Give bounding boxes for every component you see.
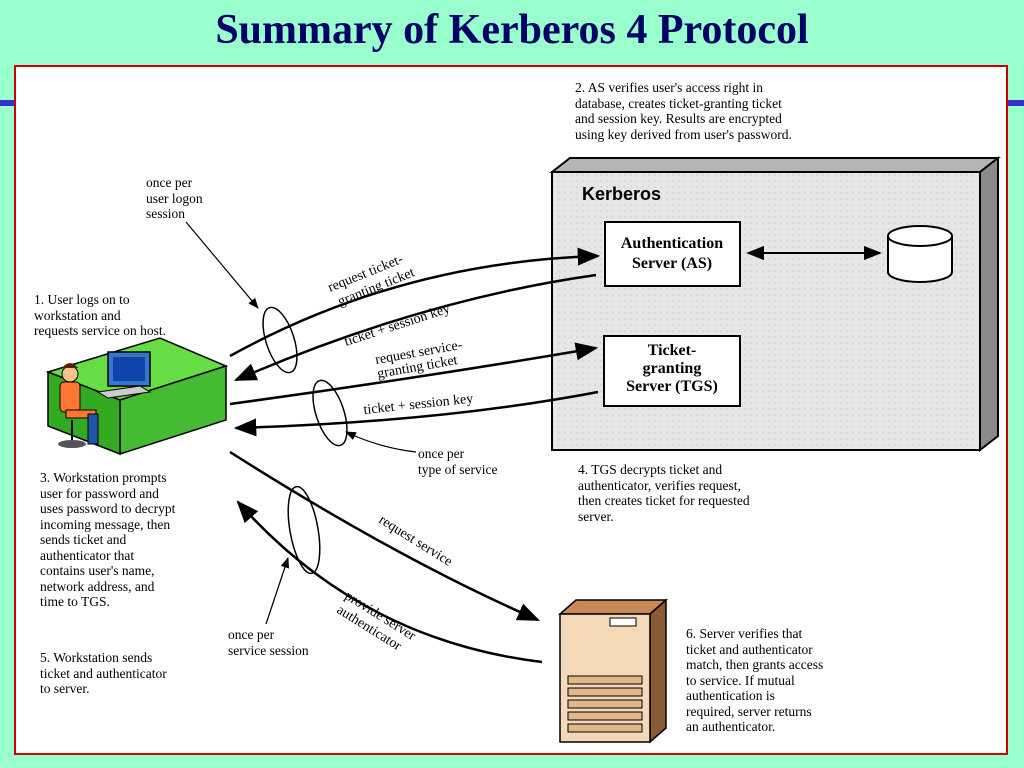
- loop-service-session: [287, 485, 321, 575]
- arrow-ticket-key-1: [233, 273, 597, 382]
- loop-logon-session: [262, 306, 298, 374]
- note-step6: 6. Server verifies that ticket and authe…: [686, 626, 824, 734]
- note-step4: 4. TGS decrypts ticket and authenticator…: [578, 462, 750, 524]
- loop-service-type: [312, 379, 348, 447]
- accent-bar-left: [0, 100, 16, 106]
- kerberos-label: Kerberos: [582, 184, 661, 204]
- arrow-request-tgt: [229, 247, 601, 358]
- leader-once-service-session: [265, 556, 290, 625]
- note-step1: 1. User logs on to workstation and reque…: [34, 292, 166, 338]
- page-title: Summary of Kerberos 4 Protocol: [215, 7, 809, 53]
- leader-once-logon: [185, 221, 259, 309]
- tgs-server-box: Ticket- granting Server (TGS): [603, 335, 741, 407]
- leader-once-service-type: [345, 431, 417, 453]
- note-once-service-session: once per service session: [228, 627, 309, 658]
- arrow-request-sgt: [229, 342, 599, 406]
- database-icon: [887, 225, 953, 283]
- server-icon: [558, 598, 668, 744]
- arrow-request-service: [229, 450, 541, 622]
- note-once-logon: once per user logon session: [146, 175, 203, 221]
- note-step2: 2. AS verifies user's access right in da…: [575, 80, 792, 142]
- note-once-service-type: once per type of service: [418, 446, 498, 477]
- accent-bar-right: [1008, 100, 1024, 106]
- note-step5: 5. Workstation sends ticket and authenti…: [40, 650, 167, 696]
- arrow-provide-authenticator: [236, 500, 543, 664]
- as-label-line1: Authentication: [621, 235, 723, 252]
- tgs-label-line3: Server (TGS): [626, 378, 718, 395]
- tgs-label-line2: granting: [643, 360, 702, 377]
- workstation-icon: [45, 337, 229, 456]
- as-label-line2: Server (AS): [632, 255, 712, 272]
- kerberos-box: Kerberos: [549, 155, 1001, 453]
- note-step3: 3. Workstation prompts user for password…: [40, 470, 176, 609]
- arrow-ticket-key-2: [233, 390, 599, 437]
- tgs-label-line1: Ticket-: [648, 342, 697, 359]
- as-server-box: Authentication Server (AS): [604, 221, 741, 287]
